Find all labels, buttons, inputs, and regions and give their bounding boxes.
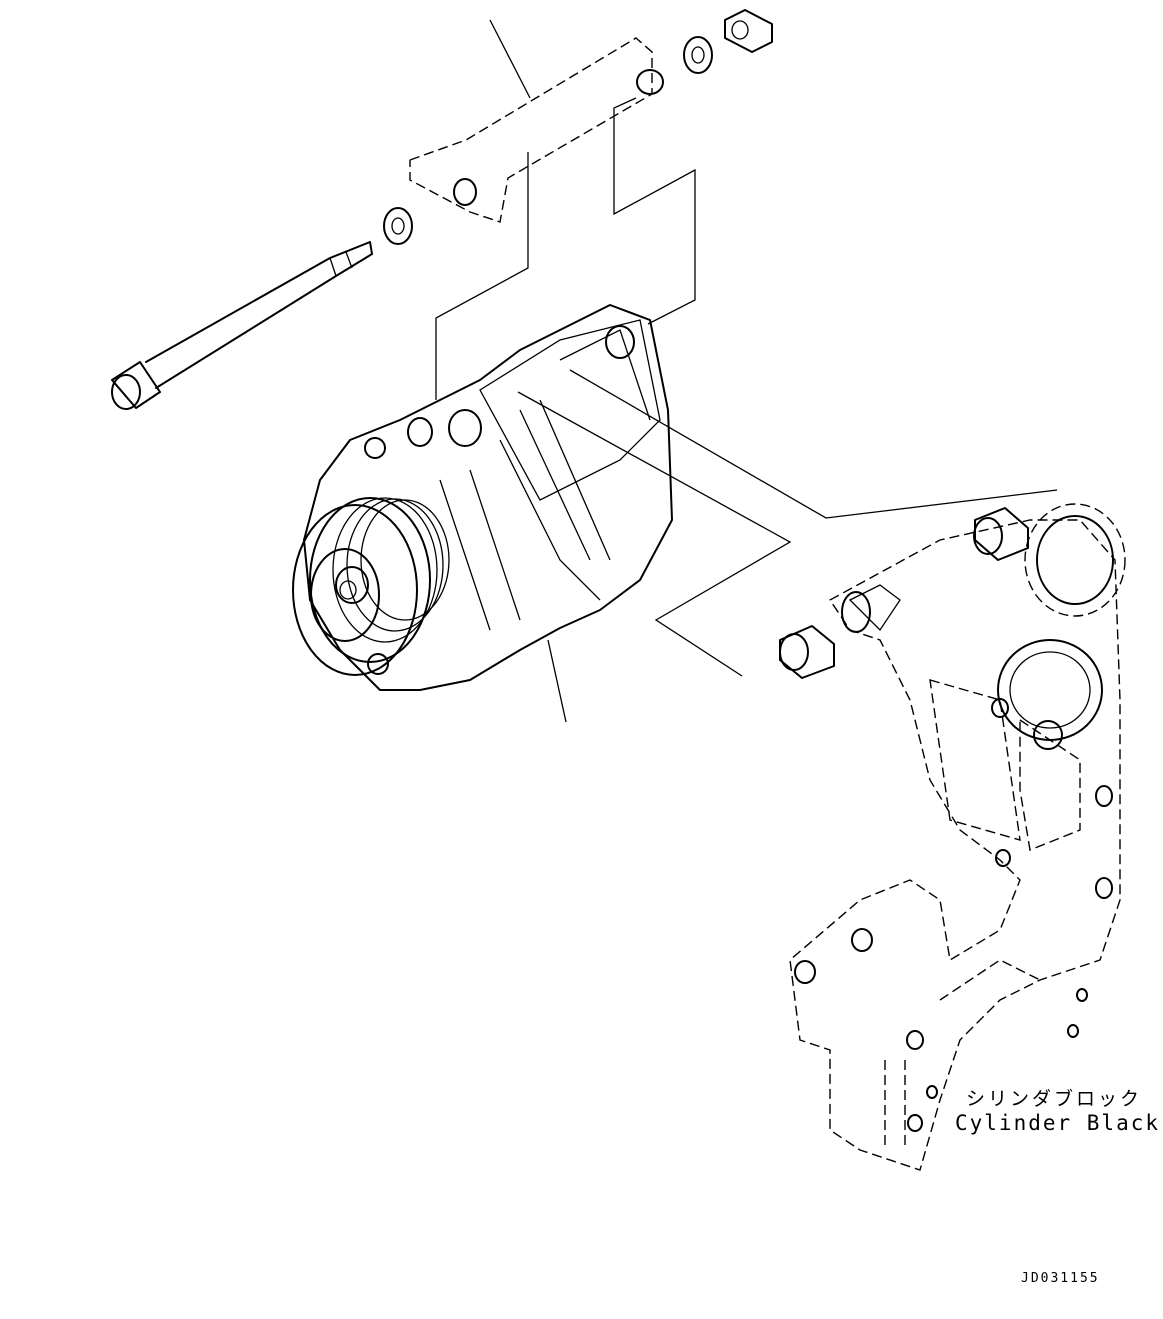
- cylinder-block: [789, 503, 1126, 1171]
- drawing-code: JD031155: [1021, 1271, 1100, 1286]
- spacer-lower: [779, 625, 835, 679]
- washer-left: [383, 207, 413, 245]
- nut: [724, 9, 773, 53]
- alternator: [292, 304, 673, 691]
- leader-lines: [435, 19, 1058, 723]
- cylinder-block-label-jp: シリンダブロック: [966, 1088, 1143, 1110]
- upper-bracket: [409, 37, 664, 223]
- mounting-bolt: [111, 241, 373, 410]
- cylinder-block-label-en: Cylinder Black: [955, 1111, 1161, 1135]
- spacer-upper: [973, 507, 1029, 561]
- washer-right: [683, 36, 713, 74]
